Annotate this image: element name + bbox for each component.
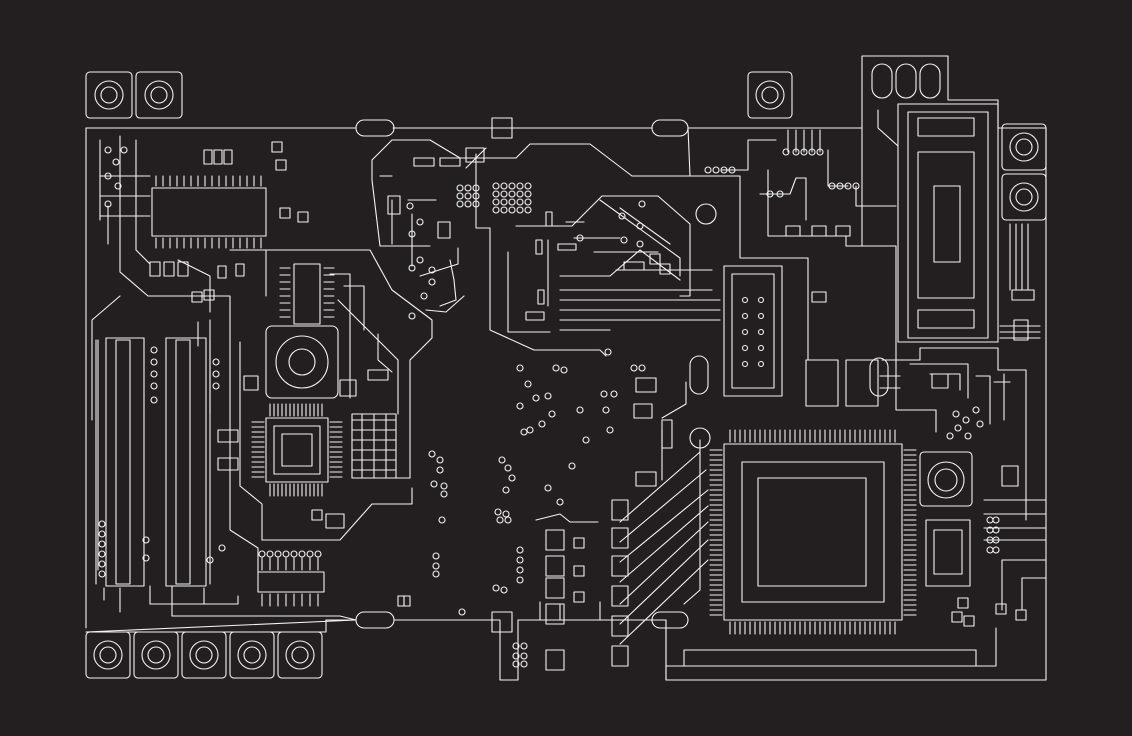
oval-pad (652, 612, 688, 628)
buzzer (266, 326, 338, 398)
board-outline (86, 56, 1046, 680)
module-block (934, 530, 962, 574)
oval-pad (690, 356, 708, 394)
ic-chip (152, 176, 266, 248)
round-connector (86, 72, 132, 118)
qfp-chip (252, 404, 342, 496)
slide-switch (898, 104, 998, 342)
trace-network (86, 110, 1046, 680)
round-connector (1002, 174, 1046, 220)
round-connector (134, 632, 178, 678)
crystal (920, 452, 972, 506)
round-connector (230, 632, 274, 678)
resistor-pack (724, 266, 782, 396)
round-connector (1002, 124, 1046, 170)
module-block (926, 520, 970, 586)
oval-pad (356, 120, 394, 136)
mounting-hole (696, 204, 716, 224)
round-connector (748, 72, 792, 118)
capacitor (806, 360, 838, 406)
capacitor (846, 360, 878, 406)
main-processor (710, 430, 916, 634)
ic-chip-small (280, 264, 334, 324)
slot-pads (872, 64, 940, 98)
resistor-array (352, 414, 396, 478)
smd-components (150, 142, 1034, 670)
round-connector (136, 72, 182, 118)
round-connector (182, 632, 226, 678)
square-pad (492, 612, 512, 632)
round-connector (86, 632, 130, 678)
ic-chip-bottom (258, 558, 324, 606)
round-connector (278, 632, 322, 678)
oval-pad (870, 358, 888, 396)
square-pad (492, 118, 512, 138)
via-field (99, 147, 999, 667)
